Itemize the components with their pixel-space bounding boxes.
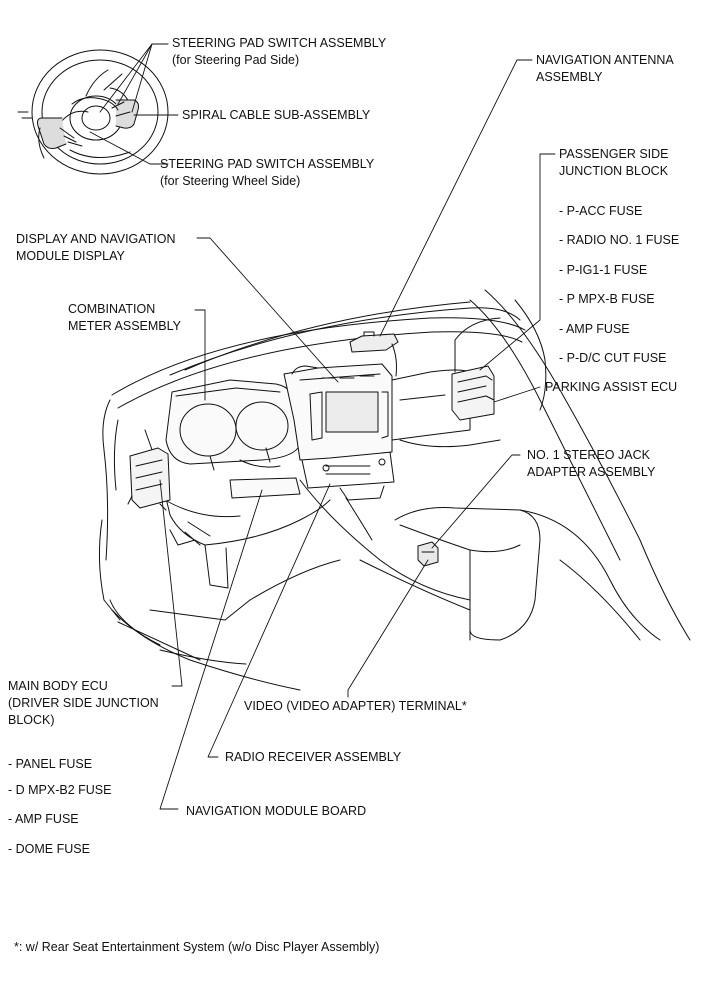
label-line: METER ASSEMBLY <box>68 319 181 333</box>
fuse-item: - AMP FUSE <box>8 812 79 826</box>
label-line: ADAPTER ASSEMBLY <box>527 465 656 479</box>
label-line: NAVIGATION MODULE BOARD <box>186 804 367 818</box>
label-line: MODULE DISPLAY <box>16 249 125 263</box>
navigation-antenna <box>349 331 399 377</box>
stereo-jack-adapter <box>417 541 439 567</box>
fuse-item: - PANEL FUSE <box>8 757 93 771</box>
fuse-item: - P-ACC FUSE <box>559 204 643 218</box>
fuse-item: - P MPX-B FUSE <box>559 292 655 306</box>
fuse-item: - AMP FUSE <box>559 322 630 336</box>
center-stack <box>283 363 395 541</box>
passenger-junction-block <box>451 365 495 421</box>
label-line: STEERING PAD SWITCH ASSEMBLY <box>172 36 387 50</box>
label-spiral-cable: SPIRAL CABLE SUB-ASSEMBLY <box>182 107 370 124</box>
footnote: *: w/ Rear Seat Entertainment System (w/… <box>14 940 380 954</box>
label-steering-pad-switch-wheel-side: STEERING PAD SWITCH ASSEMBLY (for Steeri… <box>160 156 374 190</box>
label-line: COMBINATION <box>68 302 156 316</box>
label-line: PASSENGER SIDE <box>559 147 669 161</box>
label-line: ASSEMBLY <box>536 70 603 84</box>
label-steering-pad-switch-pad-side: STEERING PAD SWITCH ASSEMBLY (for Steeri… <box>172 35 386 69</box>
label-navigation-antenna: NAVIGATION ANTENNA ASSEMBLY <box>536 52 674 86</box>
label-line: RADIO RECEIVER ASSEMBLY <box>225 750 402 764</box>
fuse-item: - P-IG1-1 FUSE <box>559 263 648 277</box>
label-line: VIDEO (VIDEO ADAPTER) TERMINAL* <box>244 699 467 713</box>
label-main-body-ecu: MAIN BODY ECU (DRIVER SIDE JUNCTION BLOC… <box>8 678 159 729</box>
label-line: MAIN BODY ECU <box>8 679 108 693</box>
label-video-terminal: VIDEO (VIDEO ADAPTER) TERMINAL* <box>244 698 467 715</box>
fuse-item: - DOME FUSE <box>8 842 90 856</box>
label-navigation-module-board: NAVIGATION MODULE BOARD <box>186 803 366 820</box>
fuse-item: - P-D/C CUT FUSE <box>559 351 667 365</box>
main-body-ecu <box>127 447 171 511</box>
label-display-navigation-module: DISPLAY AND NAVIGATION MODULE DISPLAY <box>16 231 176 265</box>
fuse-item: - D MPX-B2 FUSE <box>8 783 112 797</box>
label-line: (for Steering Wheel Side) <box>160 174 301 188</box>
label-stereo-jack-adapter: NO. 1 STEREO JACK ADAPTER ASSEMBLY <box>527 447 655 481</box>
label-combination-meter: COMBINATION METER ASSEMBLY <box>68 301 181 335</box>
label-parking-assist-ecu: PARKING ASSIST ECU <box>545 379 677 396</box>
combination-meter <box>165 379 301 499</box>
label-line: SPIRAL CABLE SUB-ASSEMBLY <box>182 108 371 122</box>
label-line: BLOCK) <box>8 713 55 727</box>
label-line: NO. 1 STEREO JACK <box>527 448 650 462</box>
label-line: JUNCTION BLOCK <box>559 164 669 178</box>
label-line: STEERING PAD SWITCH ASSEMBLY <box>160 157 375 171</box>
fuse-item: - RADIO NO. 1 FUSE <box>559 233 680 247</box>
label-line: NAVIGATION ANTENNA <box>536 53 674 67</box>
label-line: (for Steering Pad Side) <box>172 53 300 67</box>
label-line: (DRIVER SIDE JUNCTION <box>8 696 159 710</box>
steering-wheel-inset <box>17 49 169 175</box>
leader-lines <box>89 43 556 810</box>
label-passenger-junction-block: PASSENGER SIDE JUNCTION BLOCK <box>559 146 669 180</box>
label-radio-receiver: RADIO RECEIVER ASSEMBLY <box>225 749 401 766</box>
label-line: PARKING ASSIST ECU <box>545 380 678 394</box>
label-line: DISPLAY AND NAVIGATION <box>16 232 176 246</box>
